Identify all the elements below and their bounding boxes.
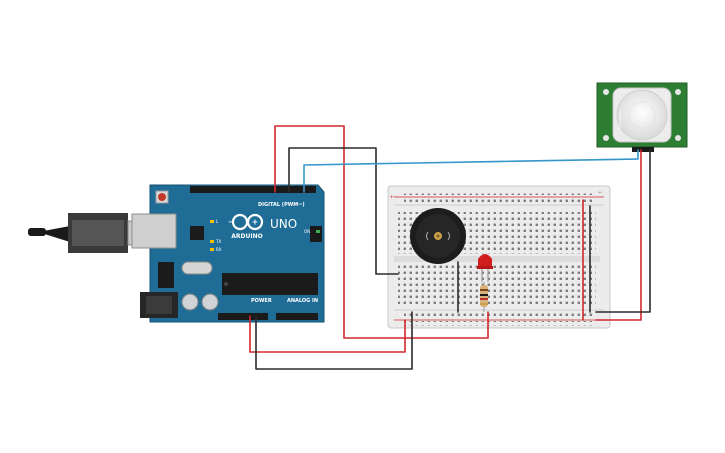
capacitor (201, 293, 219, 311)
rail-minus-label: − (598, 190, 602, 196)
red-wire-signal[interactable] (274, 125, 489, 339)
pir-right-label: Time delay (694, 110, 698, 130)
red-led[interactable] (477, 254, 493, 282)
red-wire-5v[interactable] (249, 315, 406, 353)
on-led-label: ON (304, 229, 310, 234)
digital-header-label: DIGITAL (PWM~) (258, 202, 305, 208)
model-label: UNO (270, 217, 297, 231)
red-wire-pir-vcc[interactable] (595, 149, 642, 321)
digital-header[interactable] (190, 186, 316, 193)
pir-left-label: Sensitivity (618, 111, 622, 129)
piezo-buzzer[interactable] (410, 208, 466, 264)
rail-plus-label: + (390, 195, 394, 201)
power-header-label: POWER (251, 298, 272, 304)
l-led-label: L (216, 219, 219, 224)
rx-led-label: RX (216, 247, 222, 252)
capacitor (181, 293, 199, 311)
svg-text:+: + (252, 218, 259, 227)
atmega-chip (222, 273, 318, 295)
usb-jack (131, 213, 177, 249)
fresnel-dome (616, 89, 668, 141)
svg-text:−: − (228, 218, 234, 226)
pir-motion-sensor[interactable]: Sensitivity Time delay (596, 82, 698, 152)
power-header[interactable] (218, 313, 268, 320)
analog-header[interactable] (276, 313, 318, 320)
resistor[interactable] (480, 282, 488, 312)
crystal (181, 261, 213, 275)
arduino-logo-icon (231, 213, 264, 231)
black-wire-gnd[interactable] (255, 311, 413, 370)
black-wire-pir-gnd[interactable] (595, 149, 651, 313)
black-wire-buzzer[interactable] (288, 147, 399, 275)
brand-label: ARDUINO (231, 233, 262, 240)
tx-led-label: TX (215, 239, 221, 244)
arduino-uno-board[interactable]: − + ARDUINO UNO DIGITAL (PWM~) POWER ANA… (131, 184, 325, 323)
analog-header-label: ANALOG IN (287, 298, 318, 304)
wires (249, 125, 651, 370)
blue-wire-pir[interactable] (303, 149, 639, 193)
